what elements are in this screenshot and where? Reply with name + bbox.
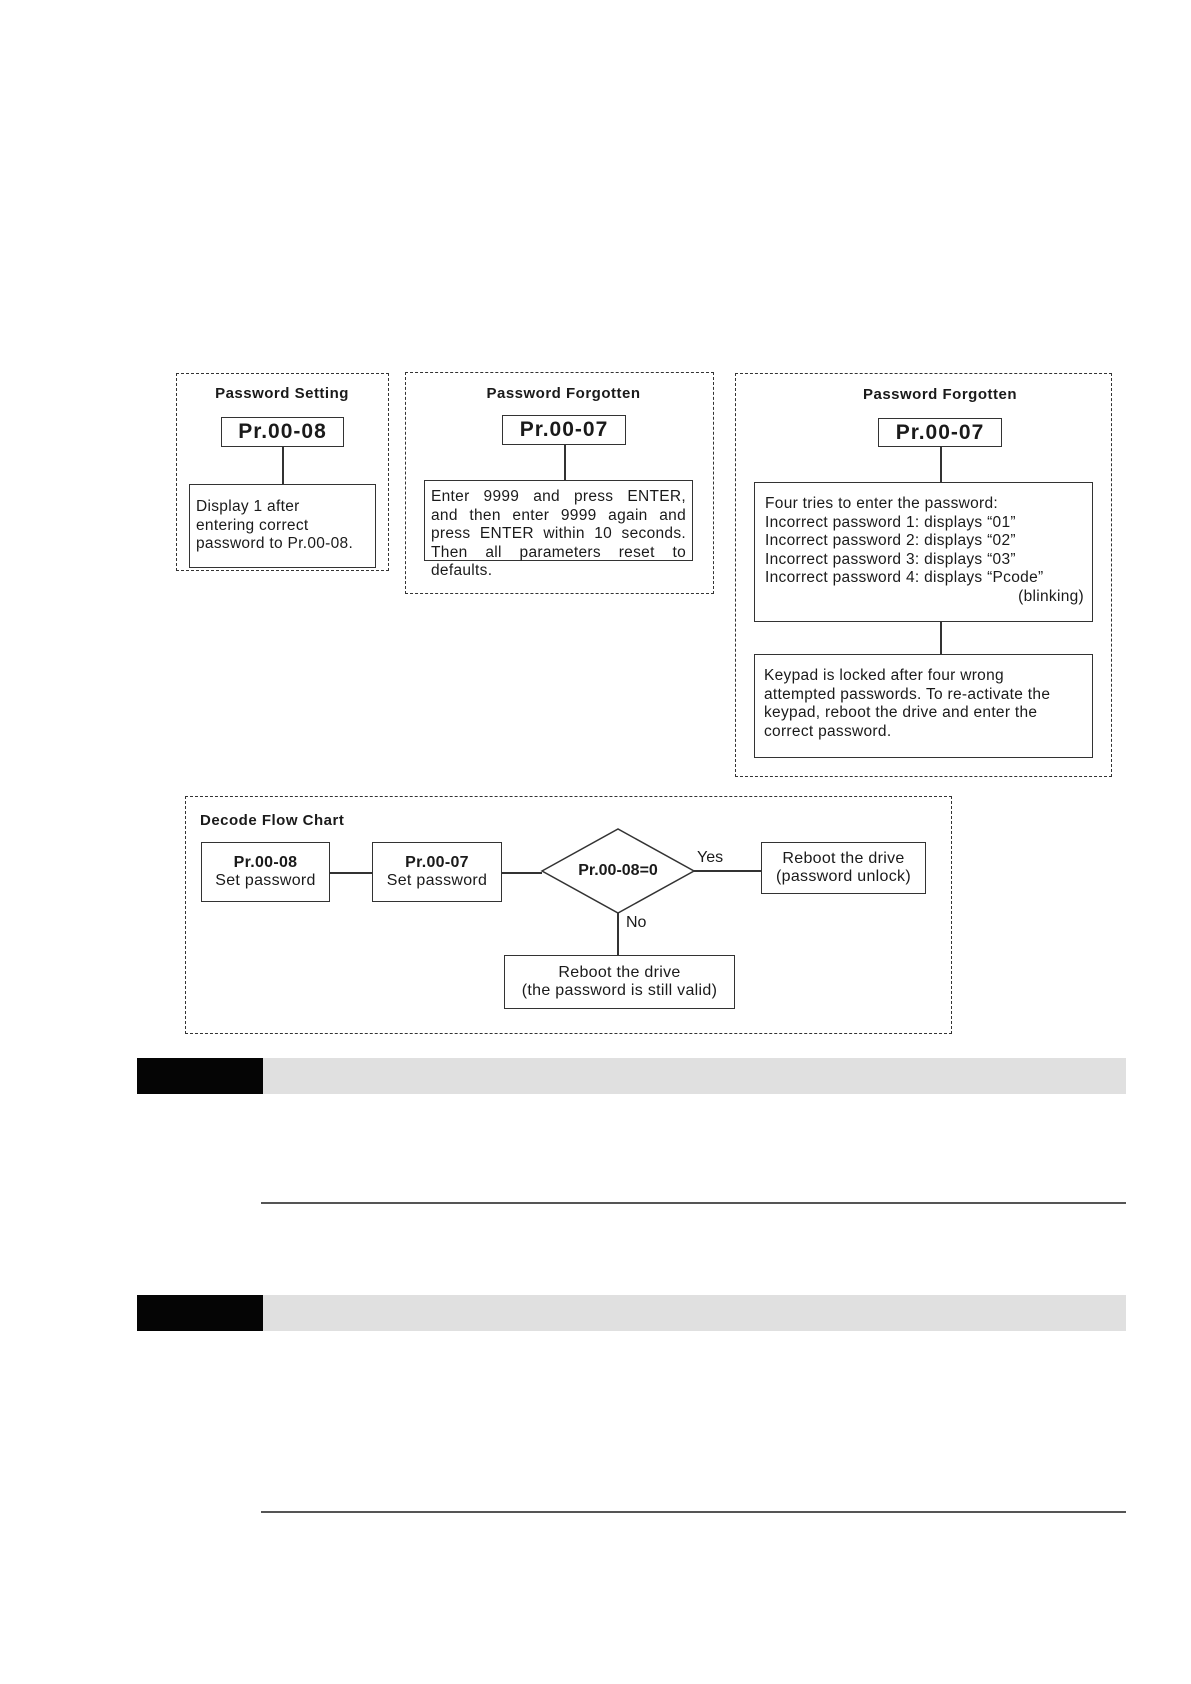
keypad-locked-box: Keypad is locked after four wrong attemp… [754, 654, 1093, 758]
tries-line: Incorrect password 3: displays “03” [765, 550, 1016, 568]
section-header-band-light [263, 1058, 1126, 1094]
tries-line: Incorrect password 4: displays “Pcode” [765, 569, 1044, 586]
connector-line [330, 872, 372, 874]
connector-line [564, 445, 566, 482]
pr-00-07-box: Pr.00-07 [502, 415, 626, 445]
locked-line: Keypad is locked after four wrong [764, 667, 1004, 684]
decode-flow-chart-panel: Decode Flow Chart Pr.00-08 Set password … [185, 796, 952, 1034]
connector-line [502, 872, 542, 874]
tries-line: Four tries to enter the password: [765, 495, 999, 512]
password-setting-description: Display 1 after entering correct passwor… [189, 484, 376, 568]
description-line: and then enter 9999 again and [431, 506, 686, 524]
step-label: Set password [215, 872, 316, 889]
section-header-band-dark [137, 1058, 263, 1094]
password-forgotten-panel-1: Password Forgotten Pr.00-07 Enter 9999 a… [405, 372, 714, 594]
password-forgotten-title: Password Forgotten [862, 386, 1017, 403]
description-line: password to Pr.00-08. [196, 535, 354, 552]
password-forgotten-panel-2: Password Forgotten Pr.00-07 Four tries t… [735, 373, 1112, 777]
description-line: press ENTER within 10 seconds. [431, 525, 686, 542]
step-param: Pr.00-08 [233, 853, 298, 871]
tries-line: Incorrect password 2: displays “02” [765, 532, 1016, 549]
section-header-band-dark [137, 1295, 263, 1331]
reboot-still-valid-box: Reboot the drive (the password is still … [504, 955, 735, 1009]
set-password-step-1: Pr.00-08 Set password [201, 842, 330, 902]
locked-line: attempted passwords. To re-activate the [764, 685, 1051, 703]
connector-line [282, 447, 284, 485]
locked-line: correct password. [764, 722, 892, 740]
description-line: Enter 9999 and press ENTER, [431, 488, 686, 505]
pr-00-08-box: Pr.00-08 [221, 417, 344, 447]
no-connector [617, 913, 619, 956]
description-line: entering correct [196, 516, 309, 534]
section-header-band-light [263, 1295, 1126, 1331]
no-label: No [626, 914, 647, 931]
connector-line [940, 447, 942, 483]
password-setting-title: Password Setting [215, 385, 349, 402]
description-line: defaults. [431, 562, 493, 579]
set-password-step-2: Pr.00-07 Set password [372, 842, 502, 902]
pr-00-07-box: Pr.00-07 [878, 418, 1002, 447]
decision-label: Pr.00-08=0 [578, 862, 658, 879]
yes-connector [694, 870, 761, 872]
box-line: (password unlock) [776, 868, 911, 885]
step-param: Pr.00-07 [405, 853, 469, 871]
connector-line [940, 622, 942, 655]
box-line: Reboot the drive [558, 963, 681, 981]
section-divider [261, 1511, 1126, 1513]
password-forgotten-title: Password Forgotten [486, 385, 641, 402]
box-line: Reboot the drive [782, 849, 905, 867]
tries-line: (blinking) [1018, 587, 1084, 605]
box-line: (the password is still valid) [521, 982, 718, 999]
description-line: Then all parameters reset to [431, 543, 686, 561]
password-setting-panel: Password Setting Pr.00-08 Display 1 afte… [176, 373, 389, 571]
decode-flow-chart-title: Decode Flow Chart [200, 812, 345, 829]
password-forgotten-description: Enter 9999 and press ENTER, and then ent… [424, 480, 693, 579]
reboot-unlock-box: Reboot the drive (password unlock) [761, 842, 926, 894]
tries-line: Incorrect password 1: displays “01” [765, 513, 1016, 531]
locked-line: keypad, reboot the drive and enter the [764, 704, 1038, 721]
yes-label: Yes [697, 849, 724, 866]
section-divider [261, 1202, 1126, 1204]
password-tries-box: Four tries to enter the password: Incorr… [754, 482, 1093, 622]
step-label: Set password [386, 872, 488, 889]
description-line: Display 1 after [196, 498, 300, 515]
